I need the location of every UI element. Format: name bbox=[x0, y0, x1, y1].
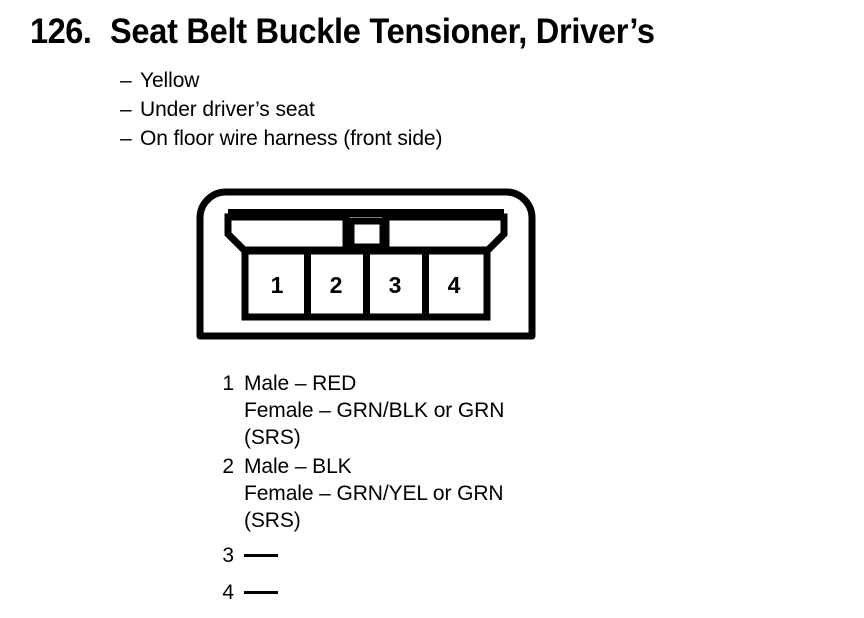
description-label: Under driver’s seat bbox=[140, 98, 315, 121]
pin-description: Male – BLK Female – GRN/YEL or GRN (SRS) bbox=[244, 453, 504, 534]
pin-line-male: Male – RED bbox=[244, 372, 357, 395]
description-label: Yellow bbox=[140, 69, 200, 92]
dash-marker: – bbox=[120, 127, 132, 150]
pin-number: 1 bbox=[222, 372, 234, 395]
cavity-divider bbox=[422, 251, 429, 317]
pin-description bbox=[244, 542, 278, 569]
pin-description: Male – RED Female – GRN/BLK or GRN (SRS) bbox=[244, 370, 504, 451]
cavity-number-3: 3 bbox=[389, 272, 402, 298]
pin-legend-entry: 2 Male – BLK Female – GRN/YEL or GRN (SR… bbox=[212, 453, 632, 534]
description-item: – Yellow bbox=[120, 66, 442, 95]
connector-top-rail bbox=[228, 209, 504, 217]
empty-dash-icon bbox=[244, 553, 278, 557]
connector-face-svg: 1 2 3 4 bbox=[196, 188, 536, 340]
dash-marker: – bbox=[120, 98, 132, 121]
page-title: 126. Seat Belt Buckle Tensioner, Driver’… bbox=[30, 12, 696, 52]
pin-legend-list: 1 Male – RED Female – GRN/BLK or GRN (SR… bbox=[212, 370, 632, 606]
pin-description bbox=[244, 579, 278, 606]
cavity-number-4: 4 bbox=[448, 272, 461, 298]
connector-diagram: 1 2 3 4 bbox=[196, 188, 536, 340]
cavity-divider bbox=[363, 251, 370, 317]
dash-marker: – bbox=[120, 69, 132, 92]
item-number: 126. bbox=[30, 12, 92, 51]
pin-line-female: Female – GRN/BLK or GRN bbox=[244, 399, 505, 422]
left-latch-tab-icon bbox=[224, 213, 350, 254]
description-item: – On floor wire harness (front side) bbox=[120, 124, 442, 153]
pin-line-female: Female – GRN/YEL or GRN bbox=[244, 482, 504, 505]
pin-legend-entry: 1 Male – RED Female – GRN/BLK or GRN (SR… bbox=[212, 370, 632, 451]
pin-legend-entry: 3 bbox=[212, 542, 632, 569]
empty-dash-icon bbox=[244, 590, 278, 594]
description-item: – Under driver’s seat bbox=[120, 95, 442, 124]
pin-line-note: (SRS) bbox=[244, 426, 301, 449]
cavity-divider bbox=[304, 251, 311, 317]
description-label: On floor wire harness (front side) bbox=[140, 127, 443, 150]
pin-empty-marker bbox=[244, 581, 278, 604]
pin-legend-entry: 4 bbox=[212, 579, 632, 606]
pin-line-male: Male – BLK bbox=[244, 455, 352, 478]
description-list: – Yellow – Under driver’s seat – On floo… bbox=[120, 66, 442, 153]
cavity-number-1: 1 bbox=[271, 272, 284, 298]
pin-empty-marker bbox=[244, 544, 278, 567]
pin-number: 2 bbox=[222, 455, 234, 478]
center-notch-icon bbox=[347, 217, 387, 251]
right-latch-tab-icon bbox=[382, 213, 508, 254]
pin-number: 3 bbox=[222, 544, 234, 567]
pin-number: 4 bbox=[222, 581, 234, 604]
item-title: Seat Belt Buckle Tensioner, Driver’s bbox=[110, 12, 655, 51]
cavity-number-2: 2 bbox=[330, 272, 343, 298]
pin-line-note: (SRS) bbox=[244, 509, 301, 532]
